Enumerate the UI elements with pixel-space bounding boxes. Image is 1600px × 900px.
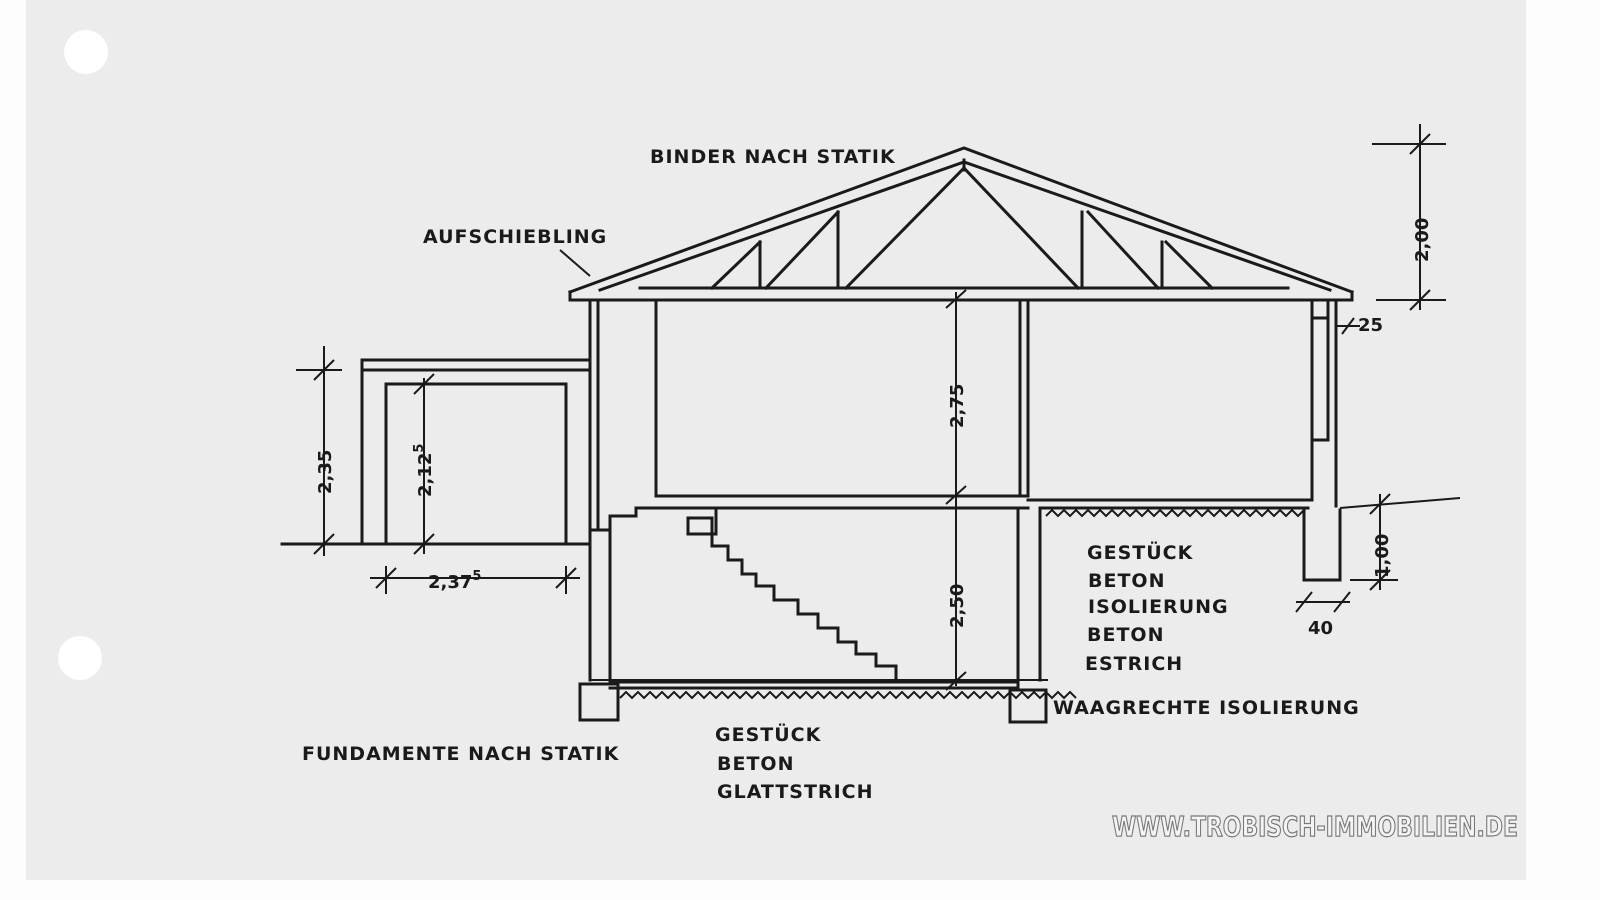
dim-roof-height: 2,00: [1412, 218, 1433, 262]
dim-eave: 25: [1358, 315, 1383, 336]
layer-label: GESTÜCK: [1087, 540, 1194, 564]
layer-label: BETON: [1087, 624, 1164, 646]
svg-text:2,125: 2,125: [412, 444, 436, 497]
roof-truss: [559, 146, 1354, 302]
dim-garage-height: 2,35: [315, 450, 336, 494]
waagrechte-label: WAAGRECHTE ISOLIERUNG: [1053, 697, 1360, 719]
dim-basement: 2,50: [947, 584, 968, 628]
layer-label: ISOLIERUNG: [1088, 596, 1229, 618]
punch-hole-top: [64, 30, 108, 74]
dim-upper-floor: 2,75: [947, 384, 968, 428]
dim-door-height-sup: 5: [412, 444, 427, 453]
dim-door-height: 2,125: [412, 444, 436, 497]
dim-door-height-main: 2,12: [415, 453, 436, 497]
aufschiebling-label: AUFSCHIEBLING: [423, 226, 607, 248]
binder-label: BINDER NACH STATIK: [650, 146, 896, 168]
layer-label: GLATTSTRICH: [717, 781, 873, 803]
layer-label: GESTÜCK: [715, 722, 822, 746]
floor-layers-right: GESTÜCK BETON ISOLIERUNG BETON ESTRICH: [1085, 540, 1229, 675]
dim-foundation-width: 40: [1308, 618, 1333, 639]
dimension-lines: [296, 124, 1446, 691]
dim-door-width-main: 2,37: [428, 572, 472, 593]
paper-sheet: [26, 0, 1526, 880]
garage: [280, 358, 592, 546]
dim-door-width-sup: 5: [472, 569, 481, 584]
floor-layers-bottom: GESTÜCK BETON GLATTSTRICH: [715, 722, 873, 803]
dim-door-width: 2,375: [428, 569, 481, 593]
dim-plinth: 1,00: [1372, 534, 1393, 578]
upper-floor: [588, 298, 1461, 682]
fundamente-label: FUNDAMENTE NACH STATIK: [302, 743, 620, 765]
watermark: WWW.TROBISCH-IMMOBILIEN.DE: [1112, 810, 1518, 843]
layer-label: BETON: [717, 753, 794, 775]
basement: [578, 506, 1342, 724]
layer-label: BETON: [1088, 570, 1165, 592]
punch-hole-bottom: [58, 636, 102, 680]
layer-label: ESTRICH: [1085, 653, 1183, 675]
